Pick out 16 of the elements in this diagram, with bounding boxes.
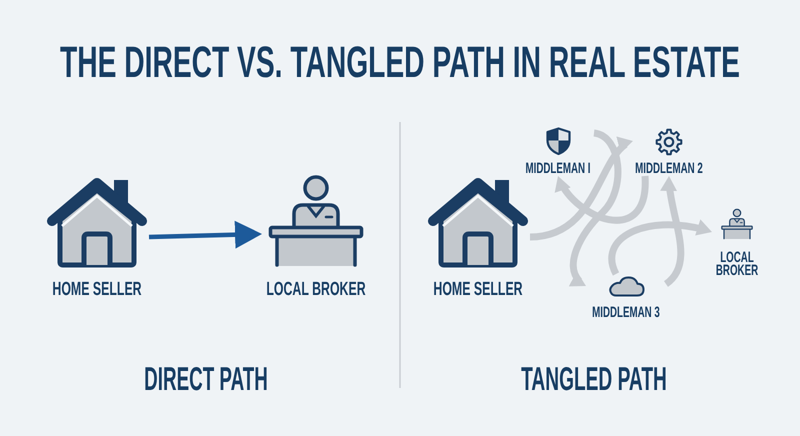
curved-arrow [661,176,684,287]
node-label: MIDDLEMAN I [526,161,590,176]
curved-arrow [608,220,713,276]
arrow [148,220,262,249]
title: THE DIRECT VS. TANGLED PATH IN REAL ESTATE [60,40,740,85]
node-label: MIDDLEMAN 3 [592,305,660,320]
curved-arrow [554,174,649,224]
node-label: LOCAL BROKER [714,251,760,278]
section-heading: DIRECT PATH [144,362,268,395]
node-label: MIDDLEMAN 2 [635,161,703,176]
curved-arrow [530,138,634,241]
node-label: HOME SELLER [52,280,142,299]
curved-arrow [568,130,622,289]
section-heading: TANGLED PATH [521,362,667,395]
node-label: HOME SELLER [433,280,523,299]
node-label: LOCAL BROKER [266,280,366,299]
